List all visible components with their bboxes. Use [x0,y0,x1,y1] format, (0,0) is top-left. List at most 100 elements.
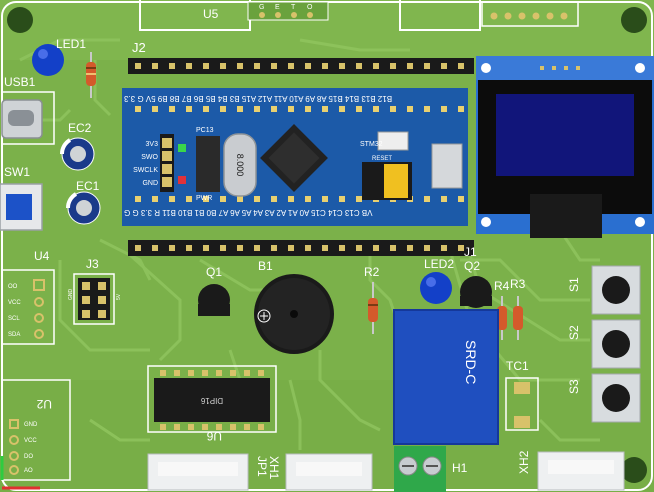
tc1-label: TC1 [506,359,529,373]
header-pin [458,196,464,202]
header-pin [322,106,328,112]
header-pin [220,245,226,251]
header-pin [135,63,141,69]
header-pin [230,424,236,430]
j3-5v-label: 5V [116,293,122,300]
header-pin [230,370,236,376]
header-pin [186,106,192,112]
h1-label: H1 [452,461,468,475]
s2-label: S2 [567,325,581,340]
header-pin [254,106,260,112]
header-pin [244,424,250,430]
header-pin [288,106,294,112]
header-pin [271,63,277,69]
ec1-label: EC1 [76,179,100,193]
button-s2[interactable]: S2 [567,319,641,369]
u4-label: U4 [34,249,50,263]
ec2-label: EC2 [68,121,92,135]
oled-display [476,56,654,238]
header-pin [305,245,311,251]
header-pin [441,106,447,112]
boot-jumpers[interactable] [362,162,412,200]
crystal: 8.000 [223,133,257,197]
xh1-connector[interactable]: JP1 [147,453,269,491]
xh1-header[interactable]: XH1 [267,453,373,491]
header-pin [237,245,243,251]
j2-pins [135,63,464,69]
header-pin [390,106,396,112]
tc1: TC1 [505,359,539,431]
mounting-hole-top-right [621,7,647,33]
header-pin [458,63,464,69]
header-pin [203,245,209,251]
dip16-chip: DIP16 [147,365,277,433]
button-s1[interactable]: S1 [567,265,641,315]
header-pin [407,245,413,251]
swd-swo: SWO [141,154,158,161]
j1-pins [135,245,464,251]
header-pin [407,106,413,112]
header-pin [424,245,430,251]
xh2-label: XH2 [517,450,531,474]
header-pin [237,196,243,202]
bluepill-top-pins [135,106,464,112]
header-pin [373,245,379,251]
header-pin [424,196,430,202]
xh2-connector[interactable]: XH2 [517,450,625,491]
j1-header: J1 [128,240,477,259]
header-pin [169,106,175,112]
u4-pin-1: OO [8,284,18,290]
xh1-label: XH1 [267,456,281,480]
resistor-r4: R4 [494,279,510,340]
header-pin [220,196,226,202]
j3-jumper: J3 GND 5V [68,257,122,325]
q2-label: Q2 [464,259,480,273]
header-pin [390,245,396,251]
swd-swclk: SWCLK [133,167,158,174]
u2-pin-4: AO [24,468,33,474]
header-pin [152,63,158,69]
u6-label: U6 [206,429,222,443]
h1-terminal-block[interactable]: H1 [394,446,468,492]
voltage-regulator [196,136,220,192]
header-pin [135,245,141,251]
header-pin [188,424,194,430]
j3-label: J3 [86,257,99,271]
header-pin [186,196,192,202]
u2-label: U2 [36,397,52,411]
s1-label: S1 [567,277,581,292]
resistor-r2: R2 [364,265,380,334]
header-pin [441,245,447,251]
header-pin [458,106,464,112]
micro-usb-port[interactable] [431,143,463,189]
reset-button[interactable] [377,131,409,151]
usb1-label: USB1 [4,75,36,89]
button-s3[interactable]: S3 [567,373,641,423]
relay-model: SRD-C [463,340,479,384]
header-pin [254,196,260,202]
header-pin [188,370,194,376]
header-pin [160,424,166,430]
header-pin [203,196,209,202]
mounting-holes [7,7,647,483]
pwr-label: PWR [196,195,212,202]
pwr-led [178,176,186,184]
header-pin [152,106,158,112]
jp1-label: JP1 [255,456,269,477]
header-pin [322,196,328,202]
header-pin [305,106,311,112]
r4-label: R4 [494,279,510,293]
header-pin [202,370,208,376]
led1-label: LED1 [56,37,86,51]
header-pin [339,63,345,69]
crystal-label: 8.000 [235,154,245,177]
header-pin [288,196,294,202]
header-pin [203,106,209,112]
u5-pin-e: E [275,4,280,11]
mounting-hole-bottom-right [621,457,647,483]
sw1-label: SW1 [4,165,30,179]
resistor-r3: R3 [510,277,526,340]
r2-label: R2 [364,265,380,279]
power-switch[interactable] [6,194,32,220]
